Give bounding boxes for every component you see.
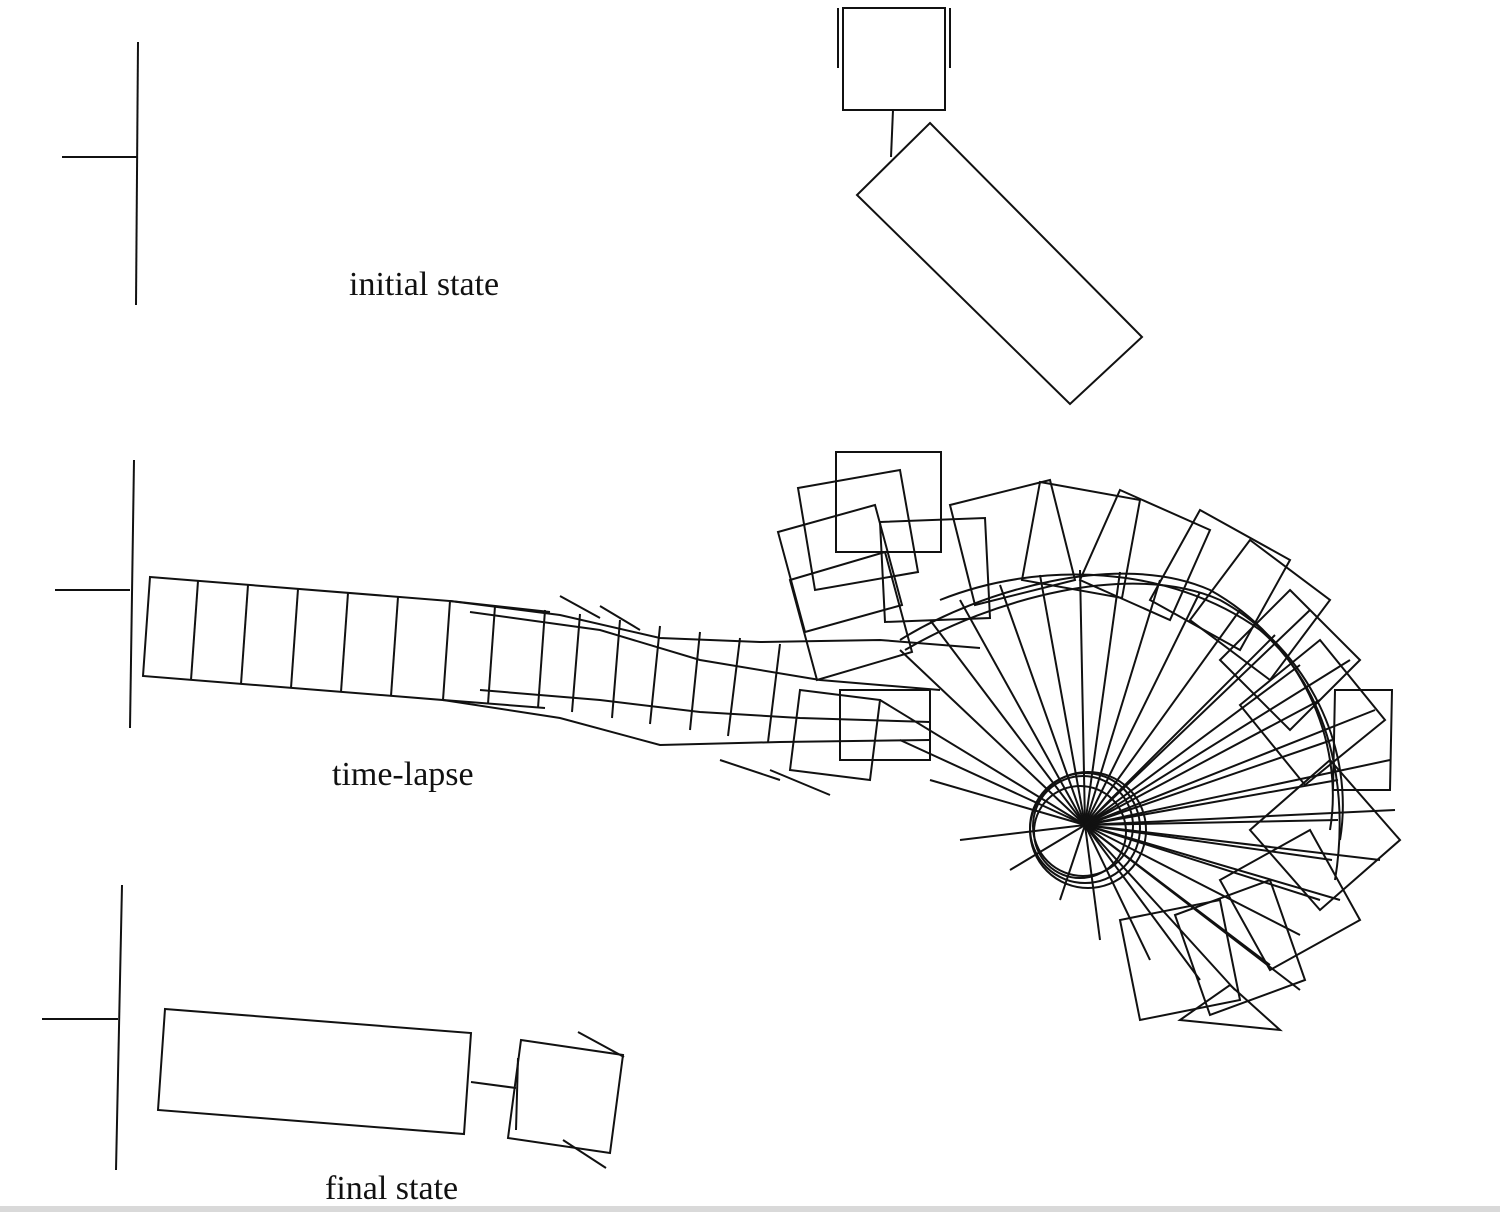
tractor-wheel — [562, 1139, 607, 1169]
timelapse-tractor-poses — [776, 451, 1402, 1032]
timelapse-pivot-loop — [1029, 771, 1147, 889]
final-tractor — [506, 1031, 625, 1169]
final-state-caption: final state — [325, 1170, 459, 1207]
bottom-border — [0, 1206, 1500, 1212]
initial-hitch — [890, 109, 894, 158]
tractor-body — [842, 7, 946, 111]
timelapse-trailer-start — [141, 575, 452, 702]
tractor-wheel — [577, 1031, 625, 1058]
final-trailer — [156, 1007, 473, 1136]
tractor-wheel — [515, 1057, 519, 1131]
timelapse-trailer-sweep — [879, 569, 1396, 991]
initial-trailer — [855, 121, 1144, 406]
timelapse-trailer-frames — [190, 580, 981, 796]
final-state-panel — [42, 884, 625, 1171]
initial-state-panel — [62, 7, 1144, 406]
initial-state-caption: initial state — [349, 266, 500, 303]
final-wall — [42, 884, 123, 1171]
time-lapse-caption: time-lapse — [332, 756, 474, 793]
wall-line — [115, 884, 123, 1171]
tractor-body — [506, 1038, 625, 1155]
timelapse-panel — [55, 451, 1402, 1032]
final-hitch — [470, 1081, 517, 1089]
timelapse-wall — [55, 459, 135, 729]
wall-line — [135, 41, 139, 306]
initial-wall — [62, 41, 139, 306]
initial-tractor — [837, 7, 951, 111]
wall-line — [129, 459, 135, 729]
